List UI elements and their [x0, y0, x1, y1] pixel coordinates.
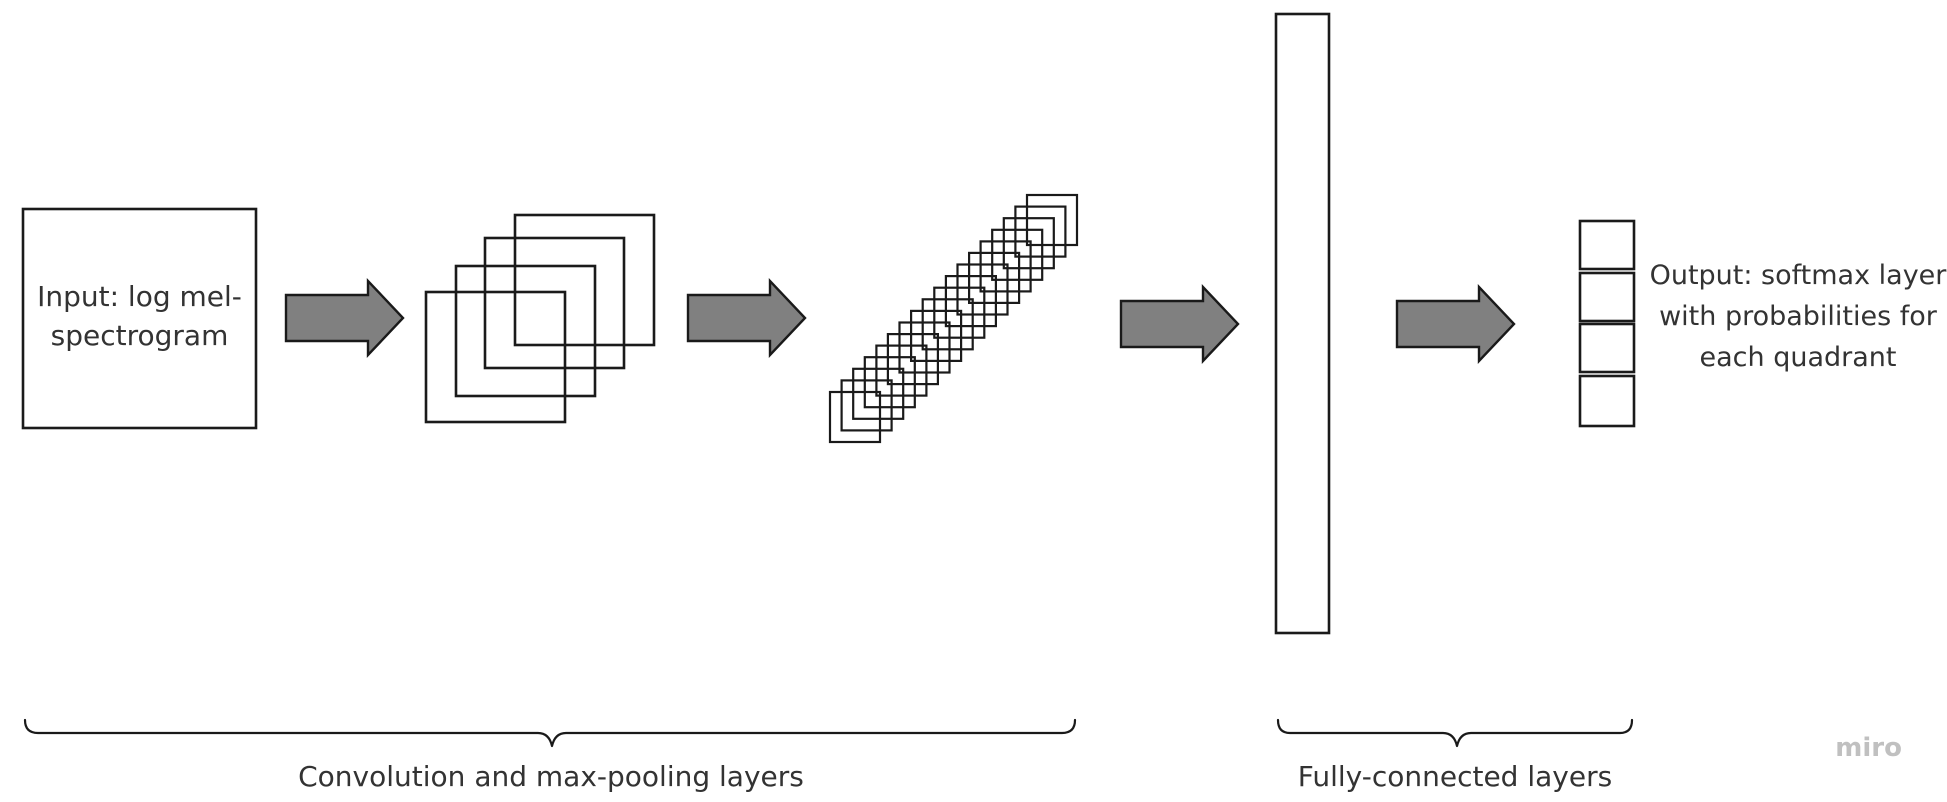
softmax-cell	[1578, 271, 1636, 323]
output-label-line-2: with probabilities for	[1659, 301, 1938, 332]
brace-conv-layers	[23, 718, 1077, 748]
feature-map	[875, 344, 928, 397]
softmax-output-layer	[1578, 219, 1636, 428]
conv-feature-maps-1	[424, 213, 656, 424]
feature-map	[921, 298, 974, 351]
brace-fc-layers	[1276, 718, 1634, 748]
feature-map	[909, 309, 963, 362]
feature-map	[979, 240, 1032, 293]
arrow-conv2-to-fc	[1119, 283, 1240, 365]
feature-map	[852, 367, 905, 420]
feature-map	[886, 333, 940, 386]
feature-map	[424, 290, 567, 424]
feature-map	[967, 251, 1021, 304]
feature-map	[956, 263, 1009, 316]
feature-map	[1002, 217, 1055, 270]
softmax-cell	[1578, 322, 1636, 374]
fc-layers-label: Fully-connected layers	[1298, 760, 1612, 793]
feature-map	[933, 286, 986, 339]
arrow-conv1-to-conv2	[686, 277, 807, 359]
conv-feature-maps-2	[828, 193, 1079, 444]
output-label: Output: softmax layer with probabilities…	[1650, 260, 1947, 373]
input-box	[21, 207, 258, 430]
fully-connected-layer	[1274, 12, 1331, 635]
arrow-fc-to-output	[1395, 283, 1516, 365]
softmax-cell	[1578, 219, 1636, 271]
feature-map	[1025, 193, 1079, 247]
miro-watermark: miro	[1835, 733, 1902, 763]
feature-map	[863, 356, 916, 409]
feature-map	[944, 275, 998, 328]
feature-map	[1014, 205, 1067, 258]
input-label-line-2: spectrogram	[51, 319, 229, 352]
feature-map	[513, 213, 656, 347]
output-label-line-3: each quadrant	[1700, 342, 1897, 373]
arrow-input-to-conv1	[284, 277, 405, 359]
softmax-cell	[1578, 374, 1636, 428]
input-label-line-1: Input: log mel-	[37, 280, 242, 313]
output-label-line-1: Output: softmax layer	[1650, 260, 1947, 291]
feature-map	[828, 390, 882, 444]
feature-map	[454, 264, 597, 398]
conv-layers-label: Convolution and max-pooling layers	[298, 760, 804, 793]
feature-map	[898, 321, 951, 374]
feature-map	[991, 228, 1044, 281]
feature-map	[483, 236, 626, 370]
feature-map	[840, 379, 893, 432]
input-block: Input: log mel- spectrogram	[21, 207, 258, 430]
